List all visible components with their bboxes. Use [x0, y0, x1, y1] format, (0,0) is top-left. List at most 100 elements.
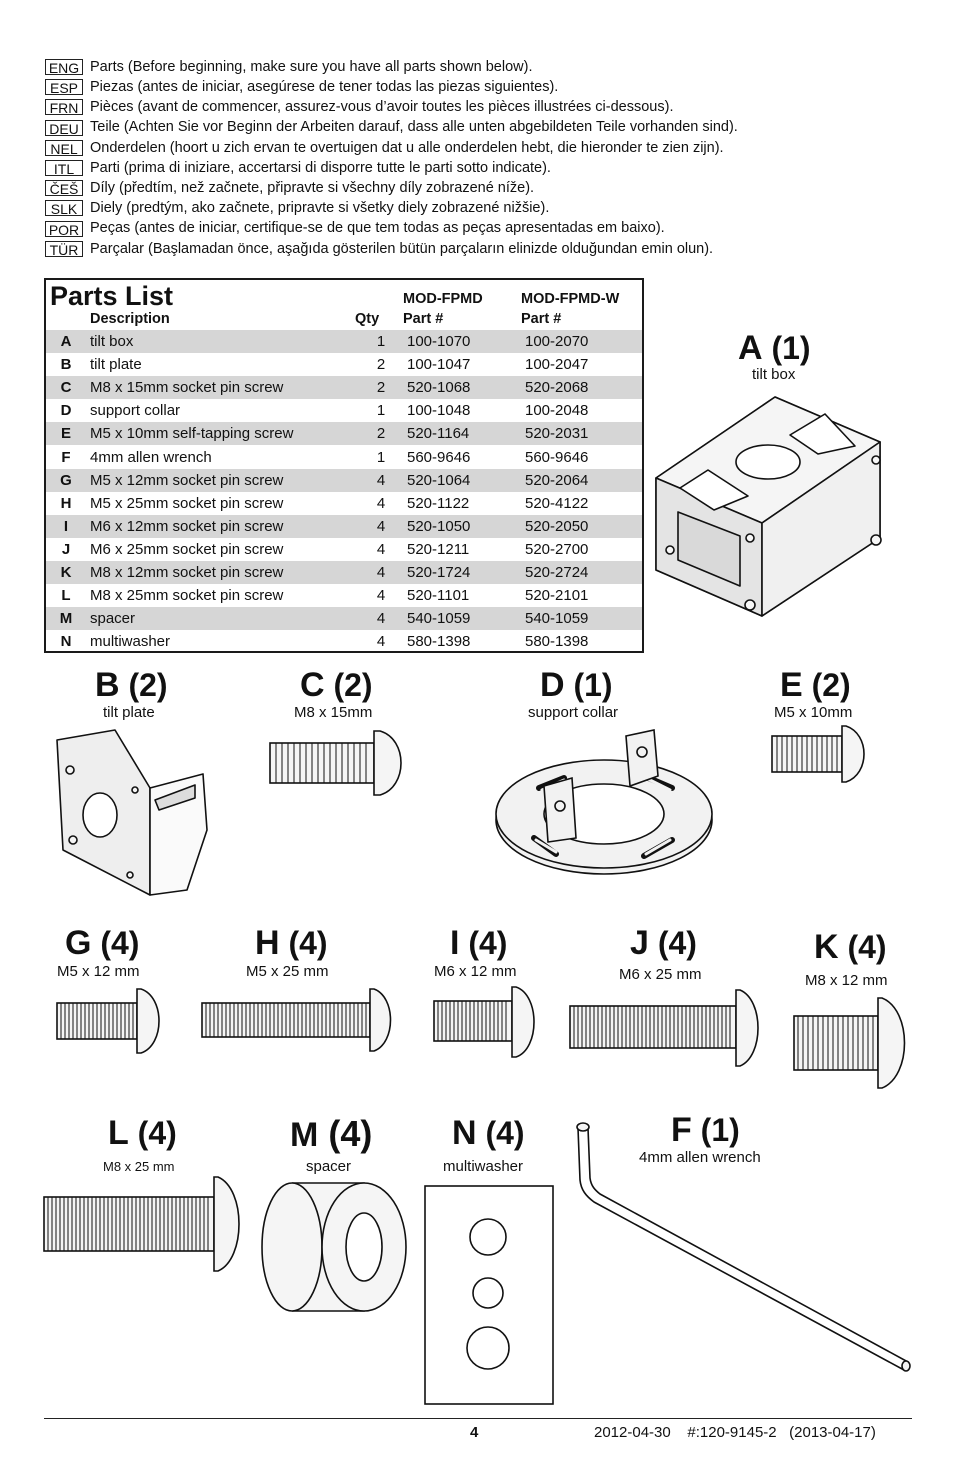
screw-k-drawing — [793, 997, 906, 1089]
footer-rule — [44, 1418, 912, 1419]
part-number-a: 520-1101 — [407, 587, 470, 605]
figure-d-label: D (1) — [540, 666, 613, 704]
figure-g-label: G (4) — [65, 924, 140, 962]
part-letter: L — [61, 587, 71, 605]
language-text: Parts (Before beginning, make sure you h… — [90, 58, 533, 75]
part-qty: 4 — [376, 633, 386, 651]
language-text: Parçalar (Başlamadan önce, aşağıda göste… — [90, 240, 714, 257]
parts-list-title: Parts List — [50, 281, 174, 311]
part-letter: D — [60, 402, 72, 420]
figure-k-label: K (4) — [814, 928, 887, 966]
figure-m-label: M (4) — [290, 1113, 373, 1154]
part-number-b: 560-9646 — [525, 448, 589, 466]
figure-n-caption: multiwasher — [443, 1158, 524, 1175]
language-text: Díly (předtím, než začnete, připravte si… — [90, 179, 535, 196]
part-number-b: 520-2064 — [525, 471, 589, 489]
part-number-a: 520-1064 — [407, 471, 471, 489]
part-qty: 2 — [376, 379, 386, 397]
figure-f-caption: 4mm allen wrench — [639, 1149, 761, 1166]
screw-i-drawing — [433, 986, 535, 1058]
part-number-a: 520-1050 — [407, 517, 471, 535]
figure-a-caption: tilt box — [752, 366, 796, 383]
screw-l-drawing — [43, 1176, 240, 1272]
language-text: Parti (prima di iniziare, accertarsi di … — [90, 159, 551, 176]
screw-c-drawing — [269, 730, 402, 796]
figure-g-caption: M5 x 12 mm — [57, 963, 140, 980]
part-letter: I — [63, 517, 69, 535]
header-description: Description — [90, 311, 170, 327]
part-qty: 4 — [376, 587, 386, 605]
language-instructions: ENG Parts (Before beginning, make sure yo… — [45, 57, 925, 259]
part-letter: A — [60, 333, 72, 351]
multiwasher-drawing — [424, 1185, 554, 1405]
part-description: support collar — [90, 402, 181, 420]
screw-j-drawing — [569, 989, 759, 1067]
table-row: L M8 x 25mm socket pin screw 4 520-1101 520-… — [46, 584, 642, 607]
part-number-b: 520-2050 — [525, 517, 589, 535]
figure-m-caption: spacer — [306, 1158, 352, 1175]
part-qty: 4 — [376, 471, 386, 489]
figure-c-caption: M8 x 15mm — [294, 704, 373, 721]
page-number: 4 — [470, 1424, 479, 1441]
header-part-b: Part # — [521, 311, 562, 327]
language-text: Teile (Achten Sie vor Beginn der Arbeite… — [90, 119, 738, 136]
part-number-b: 520-2101 — [525, 587, 589, 605]
part-description: spacer — [90, 610, 136, 628]
part-description: M5 x 25mm socket pin screw — [90, 494, 284, 512]
part-letter: F — [61, 448, 71, 466]
figure-i-caption: M6 x 12 mm — [434, 963, 517, 980]
language-code: ČEŠ — [45, 180, 83, 197]
language-code: FRN — [45, 99, 83, 116]
part-description: M6 x 25mm socket pin screw — [90, 540, 284, 558]
language-text: Piezas (antes de iniciar, asegúrese de t… — [90, 79, 559, 96]
language-text: Peças (antes de iniciar, certifique-se d… — [90, 220, 665, 237]
part-number-b: 100-2070 — [525, 333, 589, 351]
part-number-a: 520-1164 — [407, 425, 470, 443]
language-text: Diely (predtým, ako začnete, pripravte s… — [90, 200, 550, 217]
part-qty: 1 — [376, 448, 386, 466]
language-code: ENG — [45, 59, 83, 76]
part-qty: 4 — [376, 563, 386, 581]
part-description: tilt plate — [90, 356, 142, 374]
figure-b-caption: tilt plate — [103, 704, 155, 721]
screw-e-drawing — [771, 725, 865, 783]
language-line: ČEŠ Díly (předtím, než začnete, připravte… — [45, 178, 925, 198]
header-model-a: MOD-FPMD — [403, 291, 483, 307]
tilt-plate-drawing — [56, 729, 208, 896]
figure-j-label: J (4) — [630, 924, 697, 962]
part-number-b: 520-2068 — [525, 379, 589, 397]
part-number-b: 520-4122 — [525, 494, 589, 512]
language-code: POR — [45, 220, 83, 238]
part-description: M6 x 12mm socket pin screw — [90, 517, 284, 535]
figure-k-caption: M8 x 12 mm — [805, 972, 888, 989]
part-description: 4mm allen wrench — [90, 448, 212, 466]
part-number-a: 100-1048 — [407, 402, 471, 420]
part-letter: B — [60, 356, 72, 374]
part-number-a: 520-1068 — [407, 379, 471, 397]
figure-a-label: A (1) — [738, 329, 811, 367]
allen-wrench-drawing — [576, 1122, 911, 1372]
header-part-a: Part # — [403, 311, 444, 327]
part-number-a: 580-1398 — [407, 633, 471, 651]
screw-g-drawing — [56, 988, 160, 1054]
part-description: M8 x 15mm socket pin screw — [90, 379, 284, 397]
figure-h-caption: M5 x 25 mm — [246, 963, 329, 980]
part-number-b: 100-2047 — [525, 356, 589, 374]
tilt-box-drawing — [655, 396, 882, 617]
part-description: M8 x 25mm socket pin screw — [90, 587, 284, 605]
part-number-a: 540-1059 — [407, 610, 471, 628]
header-model-b: MOD-FPMD-W — [521, 291, 620, 307]
language-code: DEU — [45, 119, 83, 137]
part-number-a: 100-1070 — [407, 333, 471, 351]
part-qty: 4 — [376, 610, 386, 628]
part-number-b: 520-2031 — [525, 425, 589, 443]
part-description: multiwasher — [90, 633, 171, 651]
part-letter: J — [61, 540, 71, 558]
part-number-b: 100-2048 — [525, 402, 589, 420]
